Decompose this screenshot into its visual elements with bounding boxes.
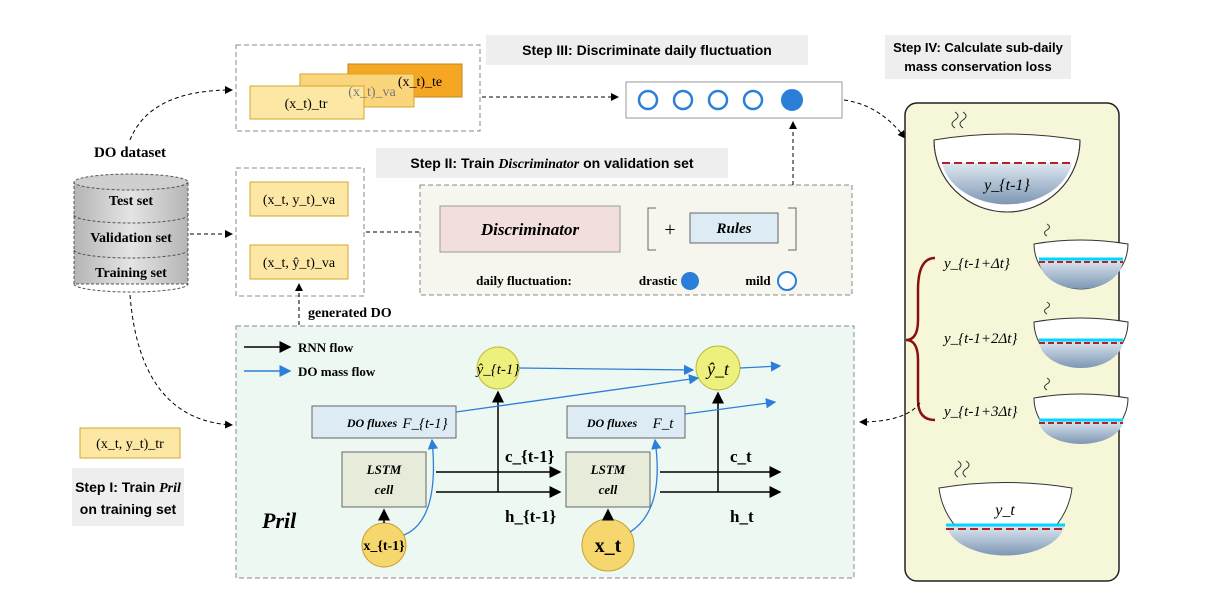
svg-text:F_{t-1}: F_{t-1} [401, 416, 447, 432]
legend-rnn: RNN flow [298, 340, 354, 355]
dataset-test[interactable]: Test set [109, 194, 154, 209]
step2-label: Step II: Train Discriminator on validati… [410, 155, 694, 172]
bowl-label-3: y_{t-1+3Δt} [942, 404, 1017, 420]
svg-text:Discriminator: Discriminator [480, 220, 580, 239]
dataset-cylinder [73, 173, 189, 293]
dataset-title: DO dataset [94, 145, 166, 161]
generated-label: generated DO [308, 306, 392, 321]
step3-label: Step III: Discriminate daily fluctuation [522, 42, 772, 58]
step1-label: Step I: Train Pril [75, 479, 181, 496]
step4-label-2: mass conservation loss [904, 59, 1051, 74]
svg-text:x_t: x_t [595, 535, 622, 557]
sub-daily-brace [905, 256, 936, 422]
input-va-xy: (x_t, y_t)_va [263, 193, 336, 208]
bowl-icon [938, 460, 1073, 556]
fluxes-box-prev[interactable] [311, 405, 457, 439]
dataset-validation[interactable]: Validation set [90, 231, 172, 246]
lstm-cell-cur[interactable] [565, 451, 651, 508]
input-va: (x_t)_va [348, 85, 396, 100]
circle-row-icons [637, 89, 803, 111]
fluct-label: daily fluctuation: [476, 273, 572, 288]
svg-text:x_{t-1}: x_{t-1} [363, 539, 405, 554]
drastic-label: drastic [639, 273, 678, 288]
bowl-label-0: y_{t-1} [982, 177, 1030, 194]
rules-box[interactable] [689, 212, 779, 244]
discriminator-box[interactable] [439, 205, 621, 253]
mild-label: mild [745, 273, 771, 288]
c-cur: c_t [730, 447, 752, 466]
svg-text:cell: cell [375, 482, 394, 497]
h-cur: h_t [730, 507, 754, 526]
mild-icon [777, 271, 797, 291]
bowl-icon [1033, 301, 1129, 368]
bowl-label-1: y_{t-1+Δt} [942, 256, 1010, 272]
svg-text:ŷ_t: ŷ_t [705, 359, 730, 379]
svg-text:DO fluxes: DO fluxes [346, 416, 398, 430]
svg-text:Rules: Rules [715, 221, 751, 237]
bowl-icon [1033, 223, 1129, 290]
arrow-dataset-to-pril [129, 294, 233, 429]
svg-text:ŷ_{t-1}: ŷ_{t-1} [475, 362, 520, 378]
svg-text:LSTM: LSTM [366, 462, 402, 477]
input-va-xyhat: (x_t, ŷ_t)_va [263, 256, 336, 271]
step1-label-2: on training set [80, 501, 177, 517]
c-prev: c_{t-1} [505, 447, 555, 466]
bowl-label-4: y_t [993, 502, 1015, 519]
bowl-icon [1033, 377, 1129, 444]
plus-sign: + [664, 219, 675, 241]
lstm-cell-prev[interactable] [341, 451, 427, 508]
legend-mass: DO mass flow [298, 364, 376, 379]
svg-text:DO fluxes: DO fluxes [586, 416, 638, 430]
svg-text:F_t: F_t [652, 416, 675, 432]
fluxes-box-cur[interactable] [566, 405, 686, 439]
dataset-training[interactable]: Training set [95, 266, 167, 281]
arrow-dataset-to-step3 [129, 86, 233, 141]
step4-label-1: Step IV: Calculate sub-daily [893, 40, 1064, 55]
arrow-circles-to-step4 [843, 99, 906, 139]
drastic-icon [681, 272, 699, 290]
svg-text:cell: cell [599, 482, 618, 497]
h-prev: h_{t-1} [505, 507, 556, 526]
input-te: (x_t)_te [398, 75, 442, 90]
bowl-label-2: y_{t-1+2Δt} [942, 331, 1017, 347]
svg-text:LSTM: LSTM [590, 462, 626, 477]
arrow-step4-to-pril [859, 402, 921, 426]
input-tr-xy: (x_t, y_t)_tr [96, 437, 164, 452]
pril-name: Pril [261, 508, 297, 533]
circle-row [625, 81, 843, 119]
bowl-icon [933, 111, 1081, 213]
input-tr: (x_t)_tr [285, 97, 328, 112]
